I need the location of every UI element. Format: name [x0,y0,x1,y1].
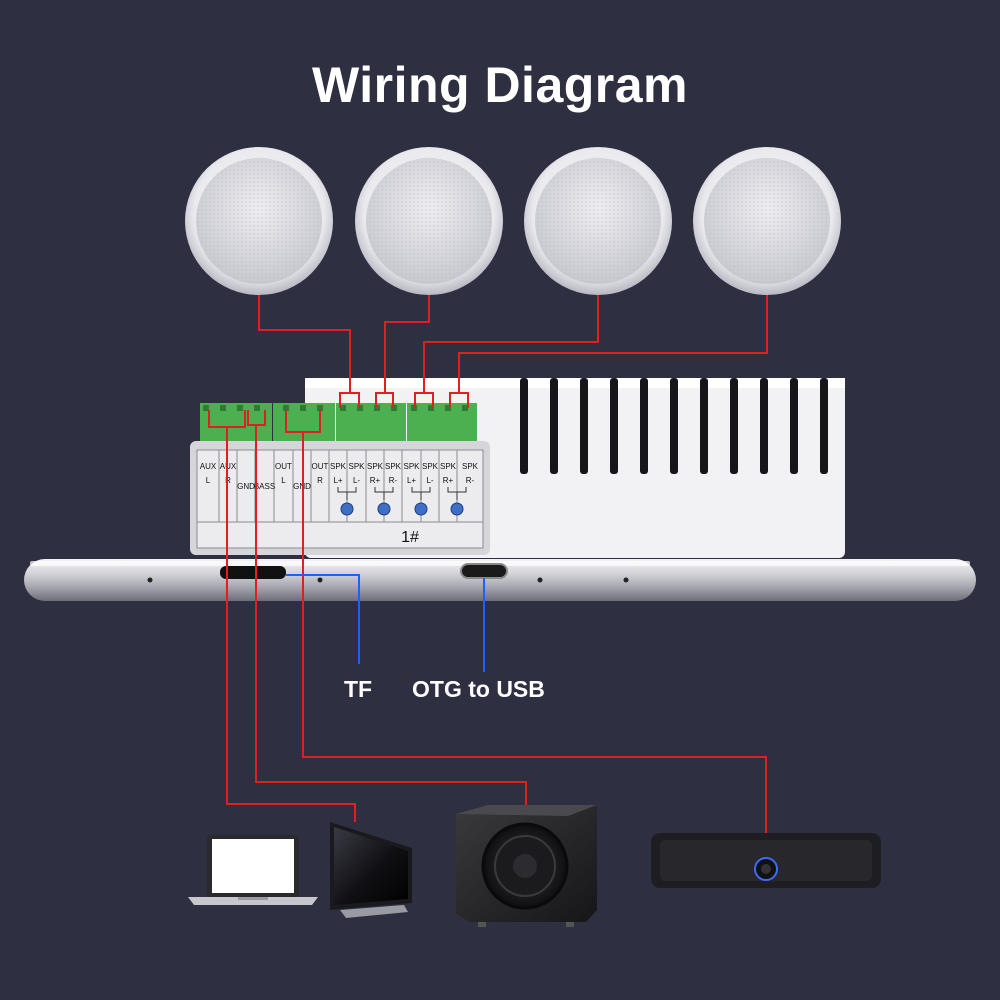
ceiling-speaker-2 [355,147,503,295]
terminal-label-top: SPK [422,462,439,471]
screw-hole [537,577,543,583]
terminal-label-top: SPK [440,462,457,471]
terminal-label-top: SPK [385,462,402,471]
terminal-label-top: SPK [462,462,479,471]
subwoofer-icon [456,805,597,927]
terminal-label-bottom: L- [426,476,433,485]
speaker-wiring [258,295,768,408]
otg-label: OTG to USB [412,676,545,702]
terminal-label-bottom: L- [353,476,360,485]
terminal-label-bottom: L [281,476,286,485]
data-wiring [286,574,485,672]
terminal-label-bottom: L+ [407,476,416,485]
volume-knob-3[interactable] [414,502,428,516]
terminal-label-bottom: L+ [333,476,342,485]
zone-label: 1# [401,529,419,546]
terminal-label-bottom: R+ [370,476,381,485]
terminal-label-bottom: R- [466,476,475,485]
volume-knob-2[interactable] [377,502,391,516]
amplifier-module [190,378,845,558]
tf-label: TF [344,676,373,702]
terminal-label-bottom: R [225,476,231,485]
terminal-label-top: SPK [403,462,420,471]
terminal-label-top: BASS [254,482,275,491]
terminal-label-bottom: R- [389,476,398,485]
front-panel [24,559,976,601]
monitor-icon [330,822,412,918]
terminal-label-top: AUX [220,462,237,471]
heatsink-vents [520,378,828,474]
terminal-label-bottom: L [206,476,211,485]
terminal-label-top: SPK [367,462,384,471]
terminal-label-top: GND [237,482,255,491]
device-wiring [208,410,767,834]
ceiling-speaker-3 [524,147,672,295]
terminal-label-top: AUX [200,462,217,471]
screw-hole [623,577,629,583]
volume-knob-1[interactable] [340,502,354,516]
terminal-label-bottom: R+ [443,476,454,485]
terminal-label-bottom: R [317,476,323,485]
ceiling-speaker-4 [693,147,841,295]
laptop-icon [188,835,318,905]
terminal-label-top: OUT [312,462,329,471]
tf-card-slot[interactable] [220,566,286,579]
screw-hole [147,577,153,583]
ceiling-speaker-1 [185,147,333,295]
usb-c-port[interactable] [460,563,508,579]
volume-knob-4[interactable] [450,502,464,516]
screw-hole [317,577,323,583]
page-title: Wiring Diagram [311,57,689,113]
soundbar-icon [651,833,881,888]
terminal-block-aux [200,403,272,441]
terminal-label-top: OUT [275,462,292,471]
terminal-label-top: SPK [330,462,347,471]
terminal-label-top: SPK [348,462,365,471]
